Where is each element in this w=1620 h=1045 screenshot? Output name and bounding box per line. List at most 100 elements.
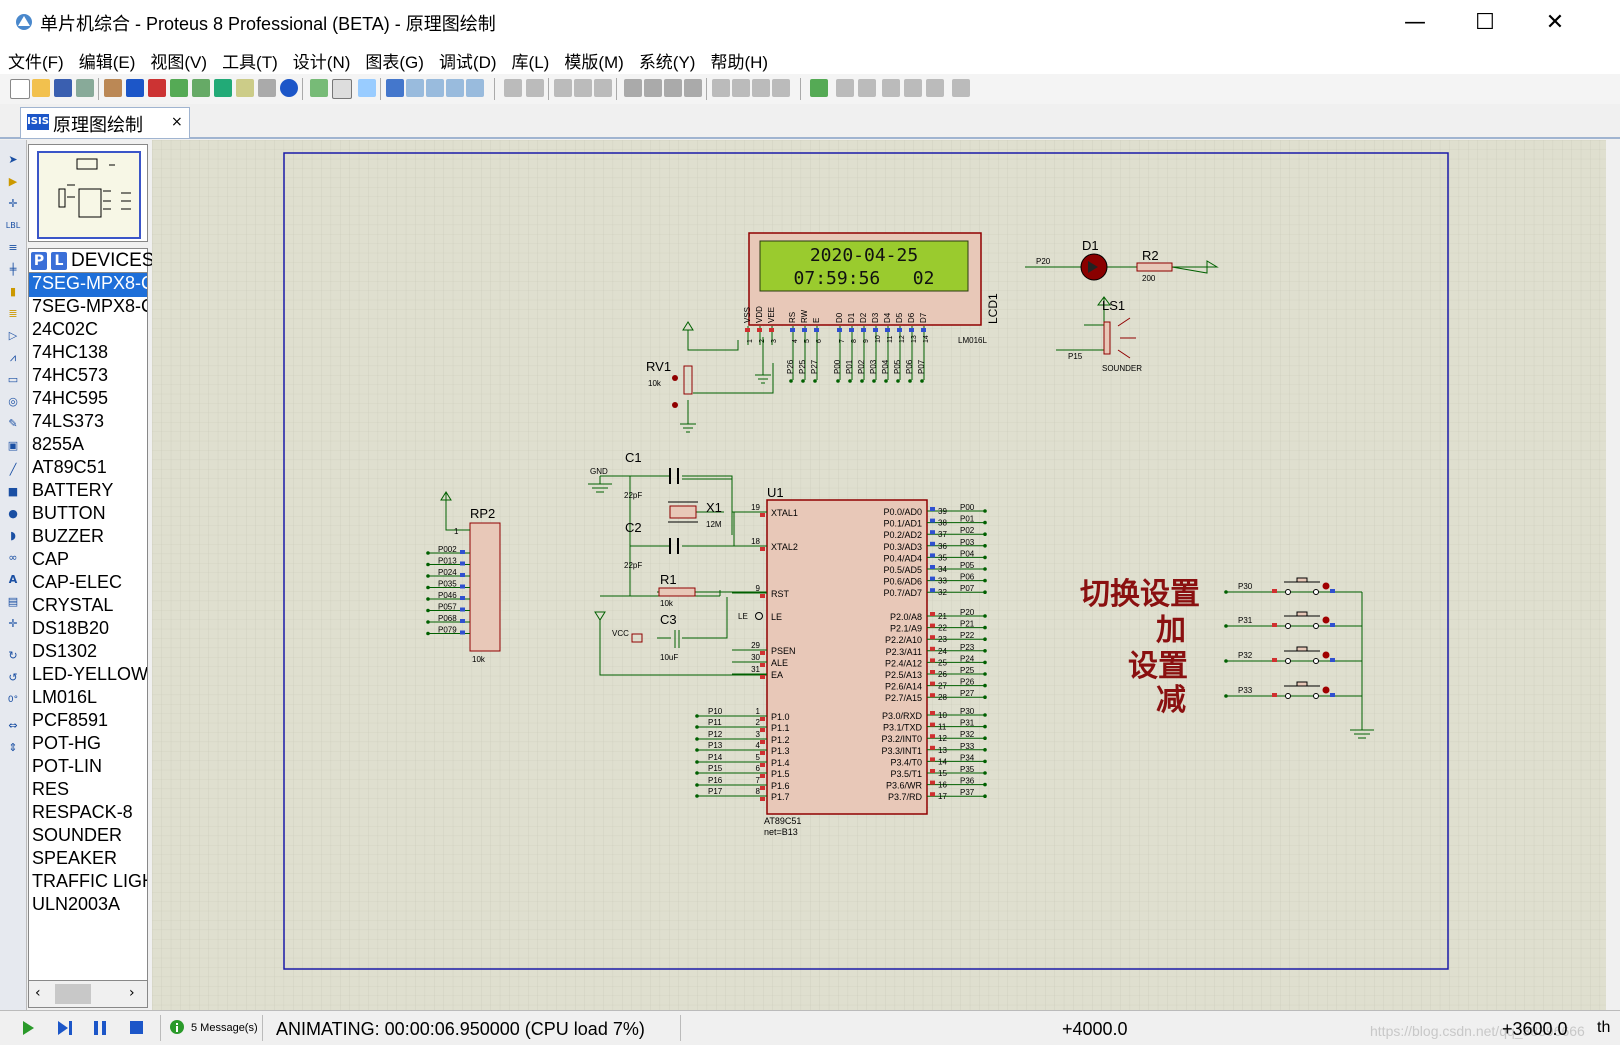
device-item[interactable]: BUTTON	[32, 503, 106, 523]
save-icon[interactable]	[54, 79, 72, 97]
menu-file[interactable]: 文件(F)	[8, 53, 64, 72]
new-sheet-icon[interactable]	[882, 79, 900, 97]
device-item[interactable]: POT-LIN	[32, 756, 103, 776]
code-icon[interactable]	[258, 79, 276, 97]
schematic-canvas[interactable]: 2020-04-25 07:59:56 02 VSS1VDD2VEE3RS4RW…	[152, 140, 1620, 1010]
device-item[interactable]: DS18B20	[32, 618, 110, 638]
device-item[interactable]: DS1302	[32, 641, 98, 661]
pick-devices-button[interactable]: P	[31, 252, 47, 270]
menu-library[interactable]: 库(L)	[511, 53, 550, 72]
tab-schematic[interactable]: ISIS 原理图绘制 ×	[20, 107, 190, 138]
virtual-instrument-icon[interactable]: ▣	[7, 439, 19, 452]
device-item[interactable]: BUZZER	[32, 526, 104, 546]
paste-icon[interactable]	[594, 79, 612, 97]
device-item[interactable]: CRYSTAL	[32, 595, 114, 615]
pause-icon[interactable]	[92, 1019, 108, 1037]
scroll-left-icon[interactable]: ‹	[35, 985, 41, 1001]
isis-icon[interactable]	[126, 79, 144, 97]
line-tool-icon[interactable]: ╱	[9, 463, 17, 476]
subcircuit-mode-icon[interactable]: ▮	[9, 285, 17, 298]
scroll-thumb[interactable]	[55, 984, 91, 1004]
property-assign-icon[interactable]	[858, 79, 876, 97]
import-icon[interactable]	[76, 79, 94, 97]
menu-debug[interactable]: 调试(D)	[438, 53, 497, 72]
device-item[interactable]: SPEAKER	[32, 848, 118, 868]
zoom-in-icon[interactable]	[406, 79, 424, 97]
pan-icon[interactable]	[386, 79, 404, 97]
bom-icon[interactable]	[214, 79, 232, 97]
play-icon[interactable]	[20, 1019, 36, 1037]
decompose-icon[interactable]	[772, 79, 790, 97]
wire-autorouter-icon[interactable]	[810, 79, 828, 97]
text-script-mode-icon[interactable]: ≡	[8, 241, 18, 254]
device-item[interactable]: 74LS373	[32, 411, 105, 431]
selection-mode-icon[interactable]: ➤	[8, 153, 18, 166]
device-item[interactable]: RESPACK-8	[32, 802, 133, 822]
arc-tool-icon[interactable]: ◗	[10, 529, 16, 542]
overview-viewport[interactable]	[37, 151, 141, 239]
messages-count[interactable]: 5 Message(s)	[191, 1022, 258, 1034]
junction-mode-icon[interactable]: ✛	[8, 197, 18, 210]
menu-design[interactable]: 设计(N)	[292, 53, 351, 72]
tab-close-icon[interactable]: ×	[171, 114, 183, 130]
netlist-icon[interactable]	[952, 79, 970, 97]
device-item[interactable]: PCF8591	[32, 710, 109, 730]
open-folder-icon[interactable]	[32, 79, 50, 97]
overview-window[interactable]	[28, 144, 148, 242]
origin-icon[interactable]	[358, 79, 376, 97]
devices-horizontal-scrollbar[interactable]: ‹ ›	[28, 980, 148, 1008]
device-item[interactable]: 8255A	[32, 434, 85, 454]
notes-icon[interactable]	[236, 79, 254, 97]
step-icon[interactable]	[56, 1019, 74, 1037]
u1-at89c51[interactable]: U1 AT89C51 net=B13 XTAL119XTAL218RST9LEL…	[695, 485, 987, 837]
device-item[interactable]: AT89C51	[32, 457, 107, 477]
maximize-button[interactable]: ☐	[1475, 9, 1495, 35]
mirror-x-icon[interactable]: ⇔	[8, 719, 18, 732]
menu-graph[interactable]: 图表(G)	[365, 53, 424, 72]
rotate-cw-icon[interactable]: ↻	[8, 649, 18, 662]
device-item[interactable]: 7SEG-MPX8-CC	[32, 296, 147, 316]
menu-template[interactable]: 模版(M)	[564, 53, 624, 72]
device-item[interactable]: 74HC138	[32, 342, 109, 362]
stop-icon[interactable]	[128, 1019, 144, 1037]
device-item[interactable]: LM016L	[32, 687, 98, 707]
menu-help[interactable]: 帮助(H)	[710, 53, 769, 72]
device-item[interactable]: CAP	[32, 549, 70, 569]
canvas-vertical-scrollbar[interactable]	[1606, 140, 1620, 1010]
terminals-mode-icon[interactable]: ≣	[8, 307, 18, 320]
d1-led[interactable]: P20 D1 R2 200 LS1 SOUNDER P15	[1025, 238, 1219, 373]
rotation-angle-icon[interactable]: 0°	[7, 695, 19, 705]
zoom-area-icon[interactable]	[466, 79, 484, 97]
device-item[interactable]: LED-YELLOW	[32, 664, 148, 684]
device-item[interactable]: RES	[32, 779, 70, 799]
new-file-icon[interactable]	[10, 79, 30, 99]
menu-view[interactable]: 视图(V)	[150, 53, 208, 72]
menu-edit[interactable]: 编辑(E)	[78, 53, 136, 72]
remove-sheet-icon[interactable]	[904, 79, 922, 97]
device-item[interactable]: CAP-ELEC	[32, 572, 123, 592]
graph-mode-icon[interactable]: ⩘	[9, 351, 17, 364]
device-item[interactable]: TRAFFIC LIGHTS	[32, 871, 147, 891]
exit-to-parent-icon[interactable]	[926, 79, 944, 97]
voltage-probe-icon[interactable]: ✎	[8, 417, 18, 430]
search-tag-icon[interactable]	[836, 79, 854, 97]
device-item[interactable]: 74HC595	[32, 388, 109, 408]
circle-tool-icon[interactable]: ●	[8, 507, 18, 520]
block-move-icon[interactable]	[644, 79, 662, 97]
zoom-all-icon[interactable]	[446, 79, 464, 97]
path-tool-icon[interactable]: ∞	[8, 551, 18, 564]
home-icon[interactable]	[104, 79, 122, 97]
rotate-ccw-icon[interactable]: ↺	[8, 671, 18, 684]
device-item[interactable]: BATTERY	[32, 480, 114, 500]
make-device-icon[interactable]	[732, 79, 750, 97]
help-icon[interactable]	[280, 79, 298, 97]
library-manager-button[interactable]: L	[51, 252, 67, 270]
mirror-y-icon[interactable]: ⇕	[8, 741, 18, 754]
generator-mode-icon[interactable]: ◎	[8, 395, 18, 408]
device-item[interactable]: POT-HG	[32, 733, 102, 753]
packaging-icon[interactable]	[752, 79, 770, 97]
zoom-out-icon[interactable]	[426, 79, 444, 97]
component-mode-icon[interactable]: ▶	[8, 175, 18, 188]
wire-label-mode-icon[interactable]: LBL	[5, 221, 21, 230]
